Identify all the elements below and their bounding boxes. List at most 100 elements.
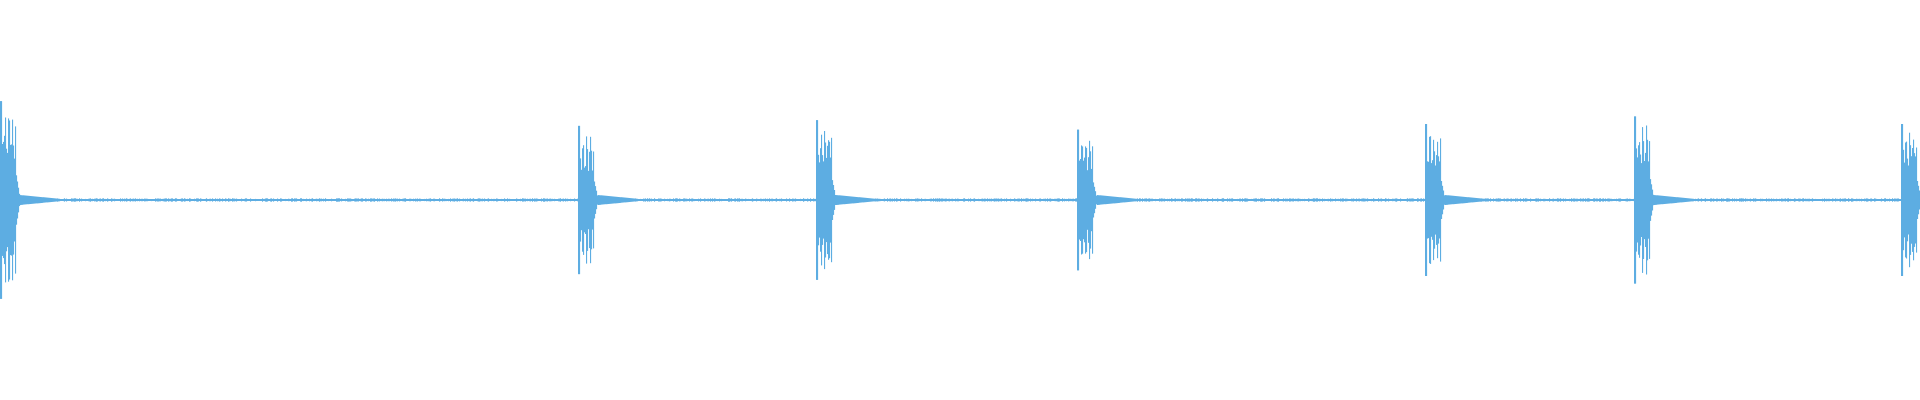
waveform-column bbox=[381, 198, 383, 202]
waveform-column bbox=[1462, 196, 1464, 204]
waveform-column bbox=[214, 199, 216, 201]
waveform-column bbox=[483, 199, 485, 201]
waveform-column bbox=[95, 198, 97, 202]
waveform-column bbox=[1716, 198, 1718, 202]
waveform-column bbox=[1066, 198, 1068, 202]
waveform-column bbox=[798, 199, 800, 201]
waveform-column bbox=[1307, 199, 1309, 201]
waveform-column bbox=[32, 196, 34, 204]
waveform-column bbox=[1907, 158, 1909, 242]
waveform-column bbox=[577, 198, 579, 202]
waveform-column bbox=[261, 199, 263, 201]
waveform-column bbox=[725, 199, 727, 201]
waveform-column bbox=[509, 198, 511, 202]
waveform-column bbox=[1798, 198, 1800, 202]
waveform-column bbox=[1588, 198, 1590, 202]
waveform-column bbox=[1750, 198, 1752, 202]
waveform-column bbox=[286, 199, 288, 201]
waveform-column bbox=[79, 198, 81, 202]
waveform-column bbox=[996, 198, 998, 202]
waveform-column bbox=[551, 198, 553, 202]
waveform-column bbox=[900, 198, 902, 202]
waveform-column bbox=[1743, 198, 1745, 202]
waveform-column bbox=[1193, 199, 1195, 201]
waveform-column bbox=[1121, 197, 1123, 203]
waveform-column bbox=[560, 198, 562, 202]
waveform-column bbox=[1120, 197, 1122, 203]
waveform-column bbox=[713, 199, 715, 201]
waveform-column bbox=[1221, 198, 1223, 202]
waveform-column bbox=[1746, 198, 1748, 202]
waveform-column bbox=[453, 198, 455, 202]
waveform-column bbox=[497, 198, 499, 202]
waveform-column bbox=[1154, 199, 1156, 201]
waveform-column bbox=[1855, 199, 1857, 202]
waveform-column bbox=[853, 196, 855, 204]
waveform-column bbox=[824, 131, 826, 270]
waveform-column bbox=[897, 198, 899, 202]
waveform-column bbox=[1405, 199, 1407, 201]
waveform-column bbox=[997, 198, 999, 202]
waveform-column bbox=[1074, 199, 1076, 201]
waveform-column bbox=[1691, 198, 1693, 202]
waveform-column bbox=[727, 199, 729, 201]
waveform-column bbox=[158, 198, 160, 202]
waveform-column bbox=[1658, 195, 1660, 205]
waveform-column bbox=[1869, 199, 1871, 201]
waveform-column bbox=[150, 199, 152, 201]
waveform-column bbox=[1240, 198, 1242, 202]
waveform-column bbox=[846, 196, 848, 204]
waveform-column bbox=[157, 198, 159, 202]
waveform-column bbox=[370, 198, 372, 202]
waveform-column bbox=[887, 198, 889, 202]
waveform-column bbox=[1210, 199, 1212, 201]
waveform-column bbox=[1230, 198, 1232, 202]
waveform-column bbox=[607, 195, 609, 205]
waveform-column bbox=[787, 199, 789, 201]
waveform-column bbox=[1717, 198, 1719, 202]
waveform-column bbox=[1031, 199, 1033, 201]
waveform-column bbox=[1784, 198, 1786, 202]
waveform-column bbox=[1571, 198, 1573, 202]
waveform-column bbox=[299, 199, 301, 201]
waveform-column bbox=[489, 199, 491, 201]
waveform-column bbox=[518, 199, 520, 201]
waveform-column bbox=[226, 198, 228, 202]
waveform-column bbox=[704, 198, 706, 202]
waveform-column bbox=[248, 199, 250, 201]
waveform-column bbox=[1314, 198, 1316, 202]
waveform-column bbox=[645, 198, 647, 202]
waveform-column bbox=[1537, 198, 1539, 202]
waveform-column bbox=[364, 199, 366, 201]
waveform-column bbox=[1686, 198, 1688, 202]
waveform-column bbox=[1057, 198, 1059, 202]
waveform-column bbox=[1012, 199, 1014, 201]
waveform-column bbox=[999, 198, 1001, 202]
waveform-column bbox=[1526, 198, 1528, 202]
waveform-column bbox=[46, 197, 48, 203]
waveform-column bbox=[87, 199, 89, 201]
waveform-column bbox=[624, 197, 626, 203]
waveform-column bbox=[1381, 198, 1383, 202]
waveform-column bbox=[786, 198, 788, 202]
waveform-column bbox=[44, 197, 46, 203]
waveform-column bbox=[715, 198, 717, 202]
waveform-column bbox=[31, 196, 33, 204]
waveform-column bbox=[1603, 198, 1605, 202]
waveform-column bbox=[167, 199, 169, 201]
waveform-column bbox=[882, 199, 884, 201]
waveform-column bbox=[1133, 198, 1135, 202]
waveform-column bbox=[1566, 199, 1568, 201]
waveform-column bbox=[929, 198, 931, 201]
waveform-column bbox=[530, 198, 532, 202]
waveform-column bbox=[1457, 196, 1459, 204]
waveform-column bbox=[1883, 199, 1885, 201]
waveform-column bbox=[1671, 196, 1673, 204]
waveform-column bbox=[1164, 198, 1166, 202]
waveform-column bbox=[225, 198, 227, 202]
waveform-column bbox=[651, 198, 653, 202]
waveform-column bbox=[201, 198, 203, 202]
waveform-column bbox=[1267, 199, 1269, 201]
waveform-column bbox=[1674, 197, 1676, 204]
waveform-column bbox=[185, 198, 187, 202]
